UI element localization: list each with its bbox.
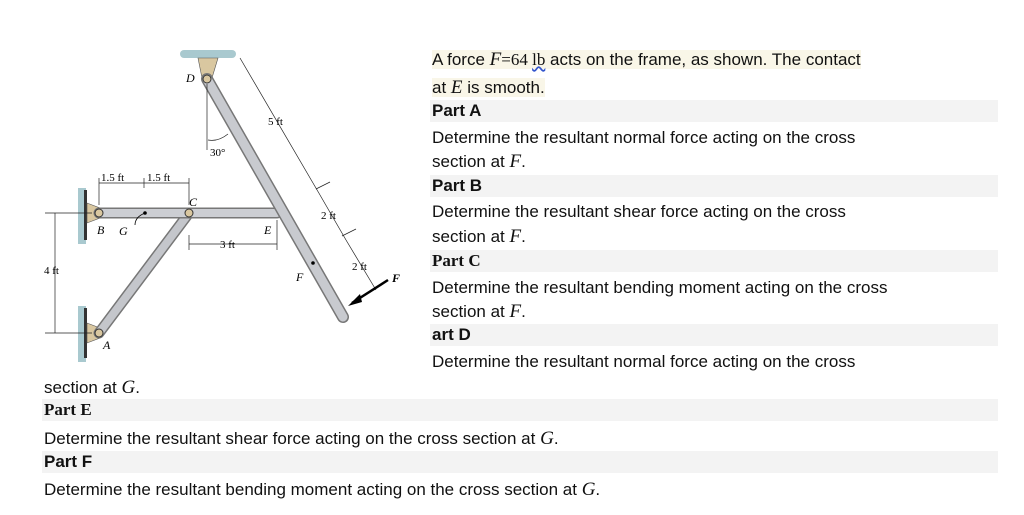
dim-3ft: 3 ft (220, 239, 235, 251)
intro-line-2: at E is smooth. (432, 77, 545, 98)
part-f-heading: Part F (42, 451, 998, 473)
dim-1-5ft-b: 1.5 ft (147, 172, 170, 184)
part-e-text: Determine the resultant shear force acti… (44, 428, 559, 449)
part-d-text: Determine the resultant normal force act… (432, 352, 856, 371)
part-c-heading: Part C (430, 250, 998, 272)
part-a-text-2: section at F. (432, 151, 526, 172)
part-a-text: Determine the resultant normal force act… (432, 128, 856, 147)
label-e: E (263, 223, 272, 237)
part-b-heading: Part B (430, 175, 998, 197)
part-a-heading: Part A (430, 100, 998, 122)
part-b-text: Determine the resultant shear force acti… (432, 202, 846, 221)
part-c-text-2: section at F. (432, 301, 526, 322)
label-c: C (189, 195, 198, 209)
wall-b (78, 188, 86, 244)
dim-5ft: 5 ft (268, 116, 283, 128)
dim-angle: 30° (210, 147, 225, 159)
part-c-text: Determine the resultant bending moment a… (432, 278, 888, 297)
label-f-point: F (295, 270, 304, 284)
part-b-text-2: section at F. (432, 226, 526, 247)
intro-line-1: A force F=64 lb acts on the frame, as sh… (432, 49, 861, 70)
dim-1-5ft-a: 1.5 ft (101, 172, 124, 184)
label-f-force: F (391, 271, 400, 285)
part-d-heading: art D (430, 324, 998, 346)
label-a: A (102, 338, 111, 352)
part-d-text-2: section at G. (44, 377, 140, 398)
wall-a (78, 306, 86, 362)
part-e-heading: Part E (42, 399, 998, 421)
part-f-text: Determine the resultant bending moment a… (44, 479, 601, 500)
frame-diagram: D B G C E A F F 5 ft 2 ft 2 ft 1.5 ft 1.… (44, 50, 400, 362)
dim-2ft-b: 2 ft (352, 261, 367, 273)
ceiling-support (180, 50, 236, 58)
label-b: B (97, 223, 105, 237)
dim-2ft-a: 2 ft (321, 210, 336, 222)
label-d: D (185, 71, 195, 85)
label-g: G (119, 224, 128, 238)
dim-4ft: 4 ft (44, 265, 59, 277)
